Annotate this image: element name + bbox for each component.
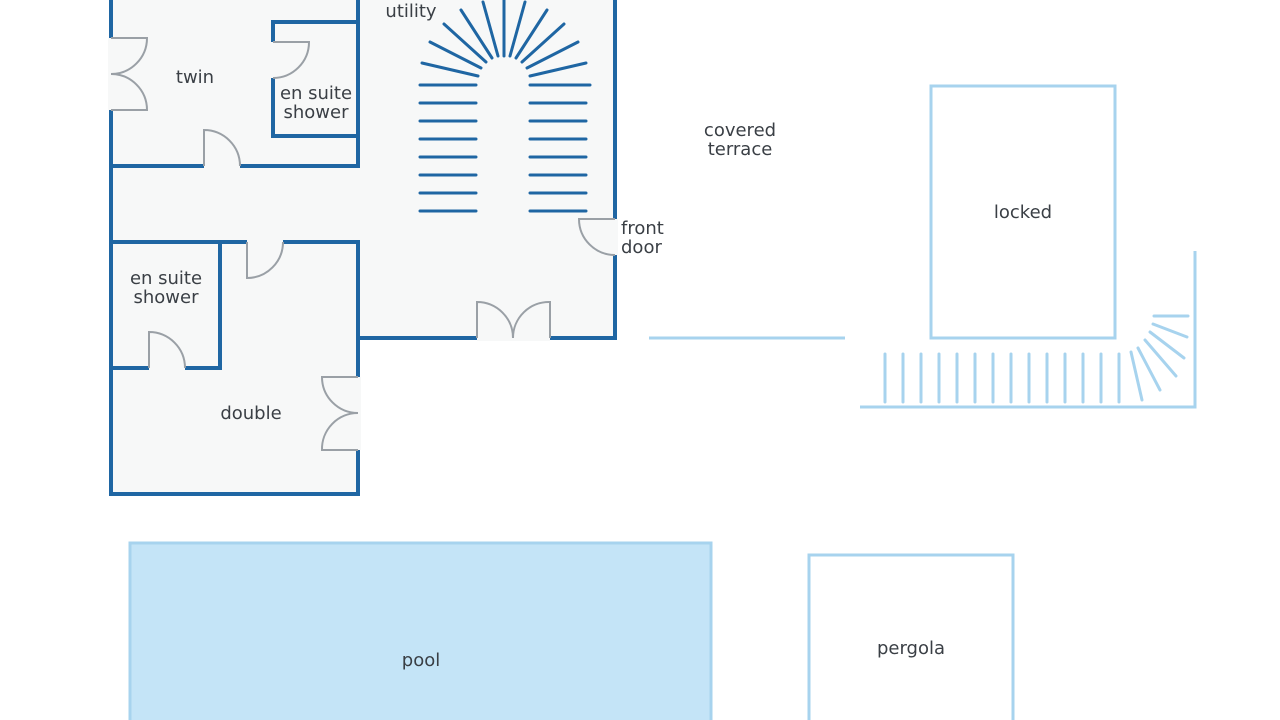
pool: [128, 541, 713, 720]
label-front-door-line2: door: [621, 237, 662, 258]
house-walls: [109, 0, 617, 496]
label-pool: pool: [402, 650, 440, 671]
label-covered-terrace-line2: terrace: [708, 139, 773, 160]
label-en-suite-upper-line1: en suite: [280, 83, 352, 104]
interior-stairs: [418, 0, 592, 213]
doors: [108, 37, 618, 451]
label-locked: locked: [994, 202, 1052, 223]
outdoor-stairs: [883, 314, 1190, 404]
outdoor-stair-outline: [860, 251, 1197, 409]
label-en-suite-lower-line2: shower: [134, 287, 200, 308]
label-double: double: [220, 403, 281, 424]
label-front-door-line1: front: [621, 218, 664, 239]
house-floor: [111, 0, 615, 494]
label-utility: utility: [385, 1, 437, 22]
label-en-suite-lower-line1: en suite: [130, 268, 202, 289]
label-covered-terrace-line1: covered: [704, 120, 776, 141]
locked-room: [929, 84, 1117, 340]
label-twin: twin: [176, 67, 214, 88]
label-pergola: pergola: [877, 638, 945, 659]
label-en-suite-upper-line2: shower: [284, 102, 350, 123]
pergola: [807, 553, 1015, 720]
